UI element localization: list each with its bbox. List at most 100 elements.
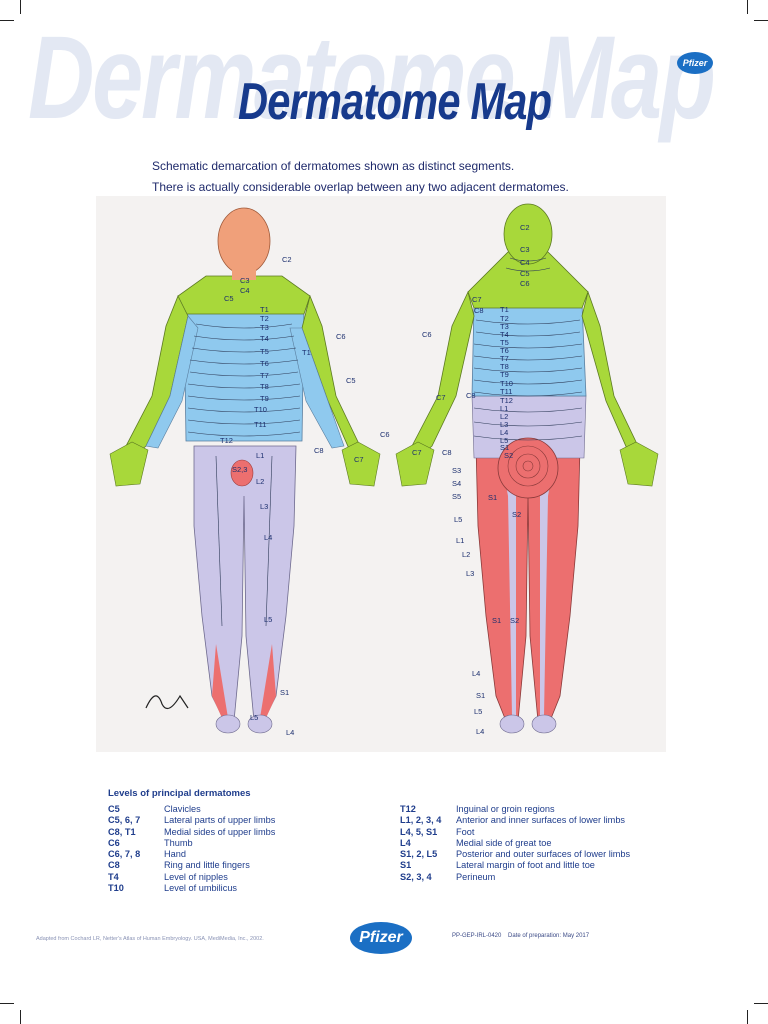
back-dermatome-label: T8 xyxy=(500,362,509,371)
front-dermatome-label: T10 xyxy=(254,405,267,414)
back-dermatome-label: T11 xyxy=(500,387,512,396)
preparation-date: Date of preparation: May 2017 xyxy=(508,933,590,939)
back-dermatome-label: S1 xyxy=(500,443,509,452)
back-dermatome-label: T4 xyxy=(500,330,509,339)
back-dermatome-label: T6 xyxy=(500,346,509,355)
crop-mark xyxy=(754,20,768,21)
crop-mark xyxy=(747,0,748,14)
back-dermatome-label: S3 xyxy=(452,466,461,475)
front-dermatome-label: T1 xyxy=(302,348,311,357)
back-dermatome-label: L4 xyxy=(500,428,508,437)
level-description: Level of umbilicus xyxy=(164,883,238,894)
level-key: C6 xyxy=(108,837,120,848)
back-dermatome-label: S2 xyxy=(510,616,519,625)
levels-heading: Levels of principal dermatomes xyxy=(108,788,251,799)
level-key: L1, 2, 3, 4 xyxy=(400,815,442,826)
level-key: L4, 5, S1 xyxy=(400,826,438,837)
front-dermatome-label: L4 xyxy=(286,728,294,737)
back-dermatome-label: T5 xyxy=(500,338,509,347)
level-description: Medial side of great toe xyxy=(456,837,552,848)
crop-mark xyxy=(747,1010,748,1024)
page-title: Dermatome Map xyxy=(238,73,552,131)
front-dermatome-label: L2 xyxy=(256,477,264,486)
front-dermatome-label: C5 xyxy=(224,294,234,303)
front-dermatome-label: T12 xyxy=(220,436,233,445)
back-dermatome-label: L5 xyxy=(454,515,462,524)
back-dermatome-label: T9 xyxy=(500,370,509,379)
back-dermatome-label: S1 xyxy=(492,616,501,625)
level-description: Hand xyxy=(164,849,186,860)
back-dermatome-label: T2 xyxy=(500,314,509,323)
label-layer: C2C3C4C5T1T2T3T4T5T6T7T8T9T10T11T12C6T1C… xyxy=(220,223,530,737)
document-code: PP-GEP-IRL-0420 xyxy=(452,933,502,939)
front-dermatome-label: C2 xyxy=(282,255,292,264)
back-figure xyxy=(395,203,659,734)
level-description: Perineum xyxy=(456,871,496,882)
front-dermatome-label: T8 xyxy=(260,382,269,391)
back-dermatome-label: C6 xyxy=(520,279,530,288)
back-dermatome-label: S2 xyxy=(512,510,521,519)
back-dermatome-label: S2 xyxy=(504,451,513,460)
document-meta: PP-GEP-IRL-0420 Date of preparation: May… xyxy=(452,933,589,939)
level-description: Foot xyxy=(456,826,475,837)
back-dermatome-label: L5 xyxy=(474,707,482,716)
subtitle-line: Schematic demarcation of dermatomes show… xyxy=(152,159,515,173)
back-dermatome-label: L5 xyxy=(500,436,508,445)
back-dermatome-label: T3 xyxy=(500,322,509,331)
level-key: C8 xyxy=(108,860,120,871)
level-description: Lateral parts of upper limbs xyxy=(164,815,276,826)
front-dermatome-label: C6 xyxy=(380,430,390,439)
artist-signature xyxy=(145,694,189,710)
level-key: C8, T1 xyxy=(108,826,136,837)
front-dermatome-label: C5 xyxy=(346,376,356,385)
crop-mark xyxy=(20,0,21,14)
front-dermatome-label: S1 xyxy=(280,688,289,697)
level-key: S1, 2, L5 xyxy=(400,849,438,860)
level-description: Inguinal or groin regions xyxy=(456,804,555,814)
back-dermatome-label: S1 xyxy=(488,493,497,502)
back-dermatome-label: S4 xyxy=(452,479,461,488)
back-dermatome-label: C7 xyxy=(472,295,482,304)
subtitle: Schematic demarcation of dermatomes show… xyxy=(152,156,569,198)
back-dermatome-label: T12 xyxy=(500,396,513,405)
back-dermatome-label: T1 xyxy=(500,305,509,314)
source-credit: Adapted from Cochard LR, Netter's Atlas … xyxy=(36,936,264,942)
front-dermatome-label: T3 xyxy=(260,323,269,332)
level-key: S2, 3, 4 xyxy=(400,871,432,882)
back-dermatome-label: L4 xyxy=(472,669,480,678)
level-description: Ring and little fingers xyxy=(164,860,250,871)
back-dermatome-label: L3 xyxy=(466,569,474,578)
level-key: C6, 7, 8 xyxy=(108,849,141,860)
front-dermatome-label: C6 xyxy=(336,332,346,341)
front-dermatome-label: S2,3 xyxy=(232,465,247,474)
front-dermatome-label: C4 xyxy=(240,286,250,295)
levels-row: L4, 5, S1 Foot xyxy=(400,827,670,838)
back-dermatome-label: L1 xyxy=(456,536,464,545)
level-description: Thumb xyxy=(164,837,193,848)
front-dermatome-label: T6 xyxy=(260,359,269,368)
level-key: T12 xyxy=(400,804,416,814)
front-dermatome-label: L5 xyxy=(264,615,272,624)
front-dermatome-label: T11 xyxy=(254,420,266,429)
front-dermatome-label: T9 xyxy=(260,394,269,403)
level-key: C5 xyxy=(108,804,120,814)
level-key: S1 xyxy=(400,860,412,871)
front-dermatome-label: C8 xyxy=(314,446,324,455)
crop-mark xyxy=(20,1010,21,1024)
back-dermatome-label: C5 xyxy=(520,269,530,278)
front-dermatome-label: L3 xyxy=(260,502,268,511)
level-description: Anterior and inner surfaces of lower lim… xyxy=(456,815,626,826)
crop-mark xyxy=(754,1003,768,1004)
levels-row: L1, 2, 3, 4 Anterior and inner surfaces o… xyxy=(400,815,670,826)
crop-mark xyxy=(0,20,14,21)
